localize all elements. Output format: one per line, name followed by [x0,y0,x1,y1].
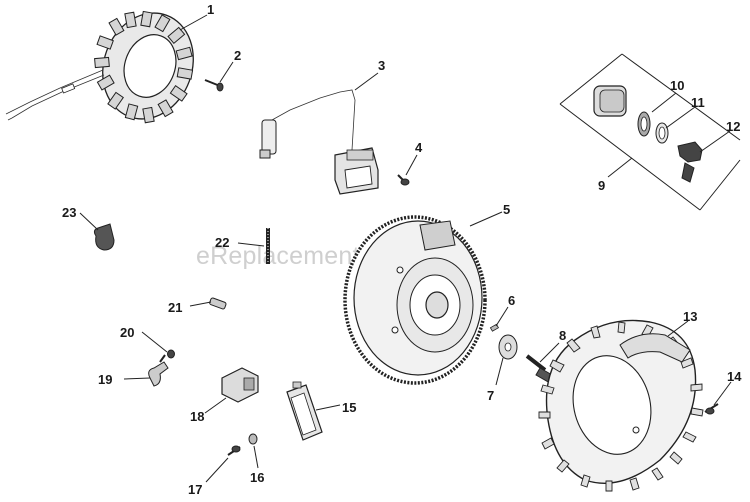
leader-lines [79,14,732,483]
key-switch-kit [559,53,741,211]
flywheel-key [489,323,500,332]
callout-4: 4 [415,140,423,155]
callout-16: 16 [250,470,264,485]
module-screw [397,174,410,186]
callouts: 1 2 3 4 5 6 7 8 9 10 11 12 13 14 15 16 1… [62,2,742,497]
stator-screw [204,79,224,92]
callout-6: 6 [508,293,515,308]
flywheel [343,215,487,385]
ignition-module [259,89,379,195]
callout-7: 7 [487,388,494,403]
callout-2: 2 [234,48,241,63]
rectifier [286,381,323,441]
blower-housing [538,319,704,492]
callout-19: 19 [98,372,112,387]
callout-21: 21 [168,300,182,315]
small-nut [248,433,258,445]
callout-15: 15 [342,400,356,415]
callout-22: 22 [215,235,229,250]
callout-1: 1 [207,2,214,17]
callout-12: 12 [726,119,740,134]
callout-10: 10 [670,78,684,93]
pin [209,297,227,310]
callout-23: 23 [62,205,76,220]
clip [93,223,115,251]
callout-13: 13 [683,309,697,324]
callout-17: 17 [188,482,202,497]
callout-20: 20 [120,325,134,340]
clamp-nut [167,349,175,359]
connector [221,367,259,403]
callout-9: 9 [598,178,605,193]
callout-8: 8 [559,328,566,343]
callout-5: 5 [503,202,510,217]
callout-18: 18 [190,409,204,424]
callout-11: 11 [691,95,705,110]
housing-screw [704,403,719,415]
wire-clamp [148,354,169,387]
washer [498,334,518,360]
rectifier-screw [227,445,241,456]
callout-14: 14 [727,369,742,384]
stator [5,10,194,124]
callout-3: 3 [378,58,385,73]
